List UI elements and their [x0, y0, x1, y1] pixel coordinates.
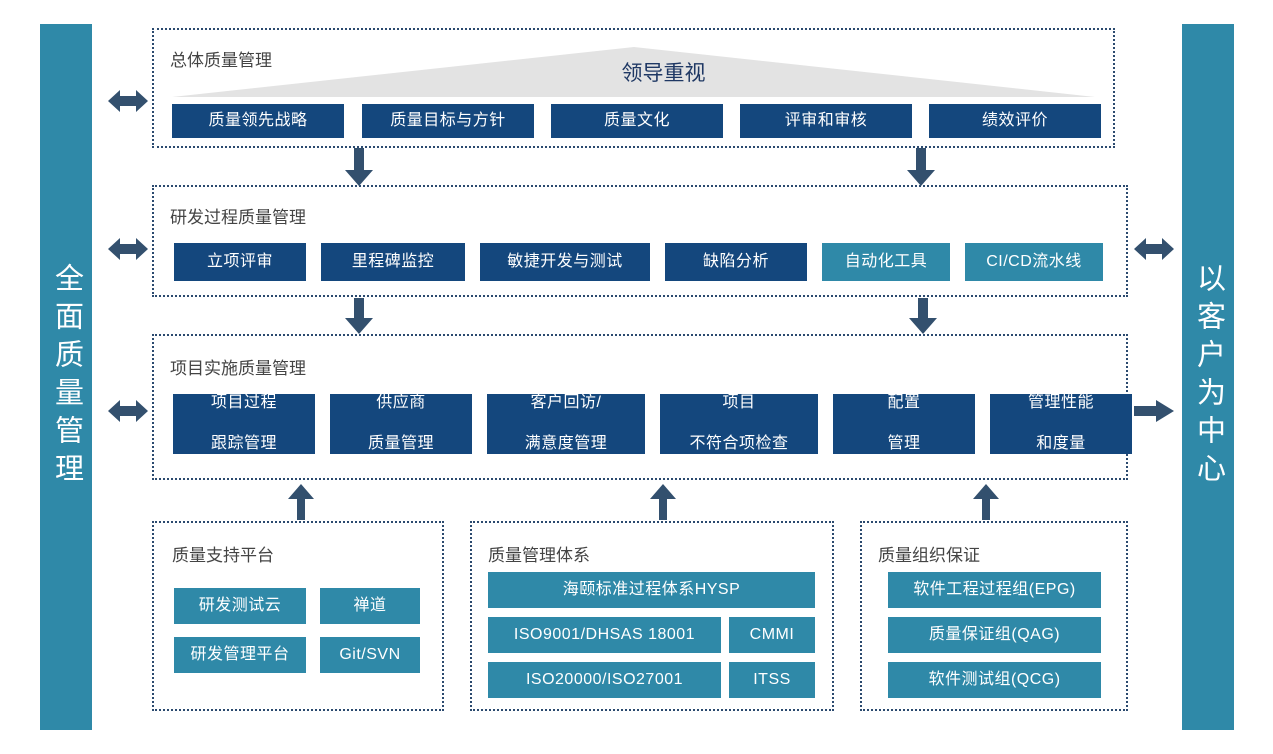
panel-system-title: 质量管理体系	[488, 546, 590, 565]
box-support-3-label: Git/SVN	[339, 645, 401, 663]
box-project-0-label: 项目过程跟踪管理	[210, 394, 277, 453]
leadership-banner: 领导重视	[172, 47, 1095, 97]
arrow-down-rnd-right-icon	[909, 298, 937, 334]
arrow-right-rnd-icon	[1134, 236, 1174, 262]
arrow-right-project-icon	[1134, 398, 1174, 424]
panel-project-title: 项目实施质量管理	[170, 359, 306, 378]
box-support-0[interactable]: 研发测试云	[174, 588, 306, 624]
box-rnd-3-label: 缺陷分析	[702, 252, 769, 270]
panel-overall-title: 总体质量管理	[170, 51, 272, 70]
box-rnd-0-label: 立项评审	[206, 252, 273, 270]
box-system-2-label: CMMI	[749, 625, 795, 643]
box-overall-0[interactable]: 质量领先战略	[172, 104, 344, 138]
box-project-4-label: 配置管理	[887, 394, 921, 453]
box-support-3[interactable]: Git/SVN	[320, 637, 420, 673]
box-rnd-5-label: CI/CD流水线	[986, 252, 1082, 270]
box-system-4[interactable]: ITSS	[729, 662, 815, 698]
box-project-1[interactable]: 供应商质量管理	[330, 394, 472, 454]
arrow-left-rnd-icon	[108, 236, 148, 262]
box-project-2[interactable]: 客户回访/满意度管理	[487, 394, 645, 454]
box-support-2[interactable]: 研发管理平台	[174, 637, 306, 673]
box-support-1[interactable]: 禅道	[320, 588, 420, 624]
arrow-up-support-icon	[288, 484, 314, 520]
panel-rnd-title: 研发过程质量管理	[170, 208, 306, 227]
box-overall-1[interactable]: 质量目标与方针	[362, 104, 534, 138]
box-org-0-label: 软件工程过程组(EPG)	[913, 580, 1076, 598]
box-support-0-label: 研发测试云	[198, 596, 282, 614]
box-system-3[interactable]: ISO20000/ISO27001	[488, 662, 721, 698]
box-project-5-label: 管理性能和度量	[1027, 394, 1094, 453]
box-system-0[interactable]: 海颐标准过程体系HYSP	[488, 572, 815, 608]
box-project-4[interactable]: 配置管理	[833, 394, 975, 454]
rail-right-customer-centric: 以客户为中心	[1182, 24, 1234, 730]
box-rnd-5[interactable]: CI/CD流水线	[965, 243, 1103, 281]
arrow-down-rnd-left-icon	[345, 298, 373, 334]
box-system-3-label: ISO20000/ISO27001	[525, 670, 684, 688]
rail-right-label: 以客户为中心	[1192, 263, 1225, 491]
box-overall-4-label: 绩效评价	[981, 111, 1048, 129]
box-project-5[interactable]: 管理性能和度量	[990, 394, 1132, 454]
box-overall-2-label: 质量文化	[603, 111, 670, 129]
box-project-2-label: 客户回访/满意度管理	[524, 394, 608, 453]
box-overall-4[interactable]: 绩效评价	[929, 104, 1101, 138]
arrow-up-org-icon	[973, 484, 999, 520]
box-org-2-label: 软件测试组(QCG)	[928, 670, 1061, 688]
box-org-1-label: 质量保证组(QAG)	[928, 625, 1061, 643]
box-project-3-label: 项目不符合项检查	[689, 394, 789, 453]
box-system-2[interactable]: CMMI	[729, 617, 815, 653]
box-overall-2[interactable]: 质量文化	[551, 104, 723, 138]
box-org-0[interactable]: 软件工程过程组(EPG)	[888, 572, 1101, 608]
box-rnd-4-label: 自动化工具	[844, 252, 928, 270]
arrow-up-system-icon	[650, 484, 676, 520]
box-rnd-2[interactable]: 敏捷开发与测试	[480, 243, 650, 281]
box-project-1-label: 供应商质量管理	[367, 394, 434, 453]
box-system-1-label: ISO9001/DHSAS 18001	[513, 625, 696, 643]
arrow-down-overall-left-icon	[345, 148, 373, 186]
box-rnd-4[interactable]: 自动化工具	[822, 243, 950, 281]
box-project-3[interactable]: 项目不符合项检查	[660, 394, 818, 454]
rail-left-label: 全面质量管理	[50, 263, 83, 491]
box-system-1[interactable]: ISO9001/DHSAS 18001	[488, 617, 721, 653]
arrow-left-project-icon	[108, 398, 148, 424]
box-overall-3[interactable]: 评审和审核	[740, 104, 912, 138]
box-system-0-label: 海颐标准过程体系HYSP	[562, 580, 741, 598]
box-rnd-1[interactable]: 里程碑监控	[321, 243, 465, 281]
box-overall-3-label: 评审和审核	[784, 111, 868, 129]
box-overall-1-label: 质量目标与方针	[390, 111, 506, 129]
rail-left-total-quality-management: 全面质量管理	[40, 24, 92, 730]
arrow-left-overall-icon	[108, 88, 148, 114]
box-org-2[interactable]: 软件测试组(QCG)	[888, 662, 1101, 698]
box-system-4-label: ITSS	[753, 670, 791, 688]
box-support-2-label: 研发管理平台	[190, 645, 290, 663]
box-project-0[interactable]: 项目过程跟踪管理	[173, 394, 315, 454]
panel-support-title: 质量支持平台	[172, 546, 274, 565]
box-rnd-0[interactable]: 立项评审	[174, 243, 306, 281]
panel-org-title: 质量组织保证	[878, 546, 980, 565]
box-overall-0-label: 质量领先战略	[208, 111, 308, 129]
arrow-down-overall-right-icon	[907, 148, 935, 186]
box-rnd-2-label: 敏捷开发与测试	[507, 252, 623, 270]
box-rnd-3[interactable]: 缺陷分析	[665, 243, 807, 281]
leadership-banner-label: 领导重视	[621, 62, 706, 85]
box-support-1-label: 禅道	[353, 596, 387, 614]
box-rnd-1-label: 里程碑监控	[351, 252, 435, 270]
box-org-1[interactable]: 质量保证组(QAG)	[888, 617, 1101, 653]
